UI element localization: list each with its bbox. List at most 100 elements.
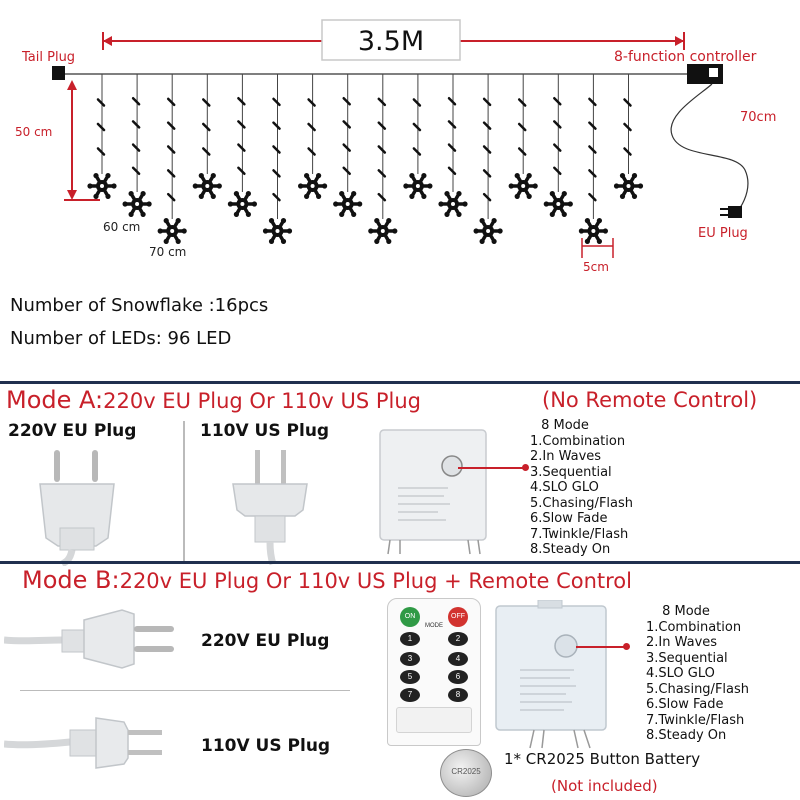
led-bulb bbox=[517, 147, 527, 156]
led-bulb bbox=[166, 192, 176, 202]
battery-note: (Not included) bbox=[551, 777, 658, 795]
mode-a-us-plug-label: 110V US Plug bbox=[200, 421, 330, 441]
height-dimension-arrow bbox=[64, 80, 100, 201]
width-dimension-arrow bbox=[102, 32, 685, 50]
led-bulb bbox=[377, 169, 387, 178]
led-bulb bbox=[553, 166, 562, 176]
eu-plug-small bbox=[720, 206, 742, 218]
led-bulb bbox=[623, 147, 632, 156]
led-bulb bbox=[482, 145, 492, 154]
mode-b-us-plug-image bbox=[4, 717, 162, 769]
remote-mode-label: MODE bbox=[425, 623, 443, 629]
light-strand bbox=[227, 74, 257, 217]
remote-button-2[interactable]: 2 bbox=[448, 632, 468, 646]
light-strand bbox=[578, 74, 609, 244]
remote-button-1[interactable]: 1 bbox=[400, 632, 420, 646]
led-bulb bbox=[412, 98, 422, 107]
remote-off-button[interactable]: OFF bbox=[448, 607, 468, 627]
light-strand bbox=[613, 74, 644, 199]
led-bulb bbox=[272, 121, 281, 130]
light-strand bbox=[157, 74, 187, 244]
light-strand bbox=[473, 74, 503, 244]
led-bulb bbox=[166, 169, 176, 178]
led-bulb bbox=[96, 147, 106, 156]
led-bulb bbox=[447, 96, 457, 106]
tail-plug-label: Tail Plug bbox=[21, 50, 75, 65]
led-bulb bbox=[447, 166, 457, 176]
snowflake-icon bbox=[368, 218, 398, 244]
mode-b-mode-item: 5.Chasing/Flash bbox=[646, 681, 750, 697]
light-strand bbox=[508, 74, 538, 199]
led-bulb bbox=[237, 166, 246, 176]
snowflake-icon bbox=[227, 191, 257, 217]
led-bulb bbox=[166, 145, 176, 154]
mode-a-separator bbox=[183, 421, 185, 561]
remote-button-4[interactable]: 4 bbox=[448, 652, 468, 666]
led-bulb bbox=[202, 147, 211, 156]
led-count: Number of LEDs: 96 LED bbox=[10, 328, 232, 349]
led-bulb bbox=[96, 122, 106, 132]
led-bulb bbox=[588, 97, 597, 107]
led-bulb bbox=[412, 147, 422, 156]
led-bulb bbox=[131, 120, 141, 129]
snowflake-icon bbox=[333, 191, 363, 217]
remote-button-8[interactable]: 8 bbox=[448, 688, 468, 702]
led-bulb bbox=[272, 97, 281, 107]
power-cable bbox=[670, 83, 749, 209]
battery-engraving: CR2025 bbox=[451, 767, 481, 776]
led-bulb bbox=[342, 96, 351, 106]
led-bulb bbox=[96, 98, 106, 107]
snowflake-icon bbox=[122, 191, 152, 217]
mode-b-mode-item: 4.SLO GLO bbox=[646, 666, 715, 681]
led-bulb bbox=[588, 145, 597, 154]
led-bulb bbox=[517, 122, 527, 132]
mode-a-mode-item: 6.Slow Fade bbox=[530, 511, 608, 526]
snowflake-icon bbox=[613, 173, 644, 199]
led-bulb bbox=[482, 97, 492, 107]
button-battery-image: CR2025 bbox=[440, 749, 492, 797]
remote-button-3[interactable]: 3 bbox=[400, 652, 420, 666]
mode-b-modes-list: 8 Mode 1.Combination 2.In Waves 3.Sequen… bbox=[646, 604, 796, 744]
remote-button-5[interactable]: 5 bbox=[400, 670, 420, 684]
led-bulb bbox=[517, 98, 527, 107]
led-bulb bbox=[412, 122, 422, 132]
mode-a-pointer-line bbox=[458, 467, 526, 469]
light-strand bbox=[192, 74, 222, 199]
snowflake-icon bbox=[578, 218, 609, 244]
mode-a-eu-plug-label: 220V EU Plug bbox=[8, 421, 137, 441]
mode-a-controller-image bbox=[379, 429, 487, 555]
height-label: 50 cm bbox=[15, 125, 52, 139]
mode-a-mode-item: 8.Steady On bbox=[530, 542, 611, 557]
divider-top bbox=[0, 381, 800, 384]
light-strand bbox=[87, 74, 117, 199]
led-bulb bbox=[342, 120, 351, 129]
drop-60-label: 60 cm bbox=[103, 220, 140, 234]
light-strand bbox=[262, 74, 293, 244]
led-bulb bbox=[482, 121, 492, 130]
mode-a-pointer-dot bbox=[522, 464, 529, 471]
mode-b-prefix: Mode B: bbox=[22, 566, 120, 594]
led-bulb bbox=[623, 122, 632, 132]
remote-on-button[interactable]: ON bbox=[400, 607, 420, 627]
mode-b-separator bbox=[20, 690, 350, 691]
light-strand bbox=[403, 74, 433, 199]
remote-button-6[interactable]: 6 bbox=[448, 670, 468, 684]
mode-b-mode-item: 7.Twinkle/Flash bbox=[646, 712, 745, 728]
mode-b-mode-item: 1.Combination bbox=[646, 619, 742, 635]
mode-b-pointer-dot bbox=[623, 643, 630, 650]
light-strand bbox=[122, 74, 152, 217]
mode-b-mode-item: 2.In Waves bbox=[646, 635, 718, 650]
led-bulb bbox=[588, 121, 597, 130]
drop-70-label: 70 cm bbox=[149, 245, 186, 259]
mode-a-mode-item: 3.Sequential bbox=[530, 464, 612, 480]
mode-a-title: Mode A:220v EU Plug Or 110v US Plug bbox=[6, 386, 421, 414]
remote-button-7[interactable]: 7 bbox=[400, 688, 420, 702]
led-bulb bbox=[131, 166, 141, 176]
controller-box bbox=[687, 64, 723, 84]
mode-a-mode-item: 7.Twinkle/Flash bbox=[530, 526, 629, 542]
mode-a-note: (No Remote Control) bbox=[542, 388, 758, 412]
led-bulb bbox=[237, 120, 246, 129]
snowflake-icon bbox=[508, 173, 538, 199]
snowflake-icon bbox=[438, 191, 468, 217]
us-plug-image bbox=[232, 450, 308, 566]
